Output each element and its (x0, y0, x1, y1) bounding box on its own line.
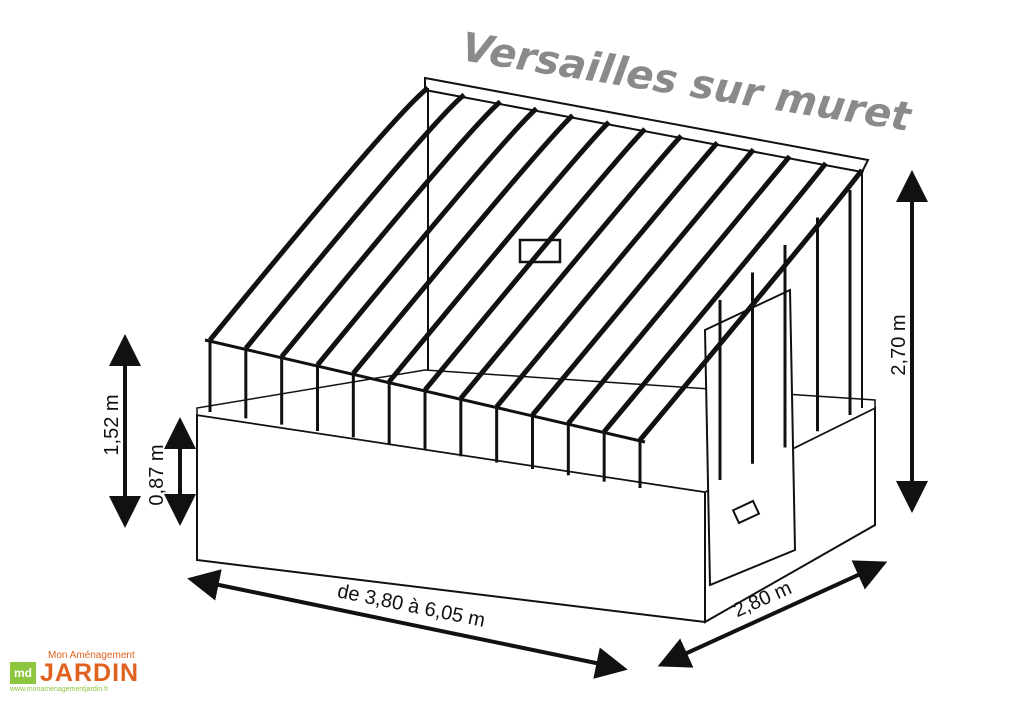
dimension-arrows (109, 170, 928, 679)
roof-arch (279, 99, 502, 359)
width-arrow (657, 560, 888, 668)
height-side-label: 1,52 m (101, 394, 123, 455)
diagram-title: Versailles sur muret (458, 24, 915, 141)
roof-arch (387, 120, 611, 384)
roof-arch (638, 168, 864, 442)
logo-tagline: Mon Aménagement (48, 650, 135, 661)
roof-vent (518, 238, 562, 264)
roof-arch (208, 85, 430, 342)
greenhouse-drawing (196, 76, 876, 624)
roof-arch (315, 106, 539, 367)
roof-arch (243, 92, 466, 350)
roof-arch (351, 113, 575, 375)
logo-mark: md (10, 662, 36, 684)
eave-beam (204, 338, 646, 444)
height-wall-label: 0,87 m (146, 444, 168, 505)
roof-arch (530, 147, 756, 417)
roof-arch (423, 127, 647, 392)
length-arrow (187, 569, 628, 679)
roof-arch (602, 161, 828, 434)
roof-arch (458, 134, 684, 400)
door-handle (731, 499, 761, 525)
brand-logo: Mon Aménagement md JARDIN www.monamenage… (10, 650, 138, 698)
logo-name: JARDIN (40, 659, 140, 687)
roof-arch (494, 141, 720, 409)
door (703, 288, 797, 587)
roof-arch (566, 154, 792, 425)
logo-url: www.monamenagementjardin.fr (10, 686, 109, 693)
height-total-label: 2,70 m (888, 314, 910, 375)
